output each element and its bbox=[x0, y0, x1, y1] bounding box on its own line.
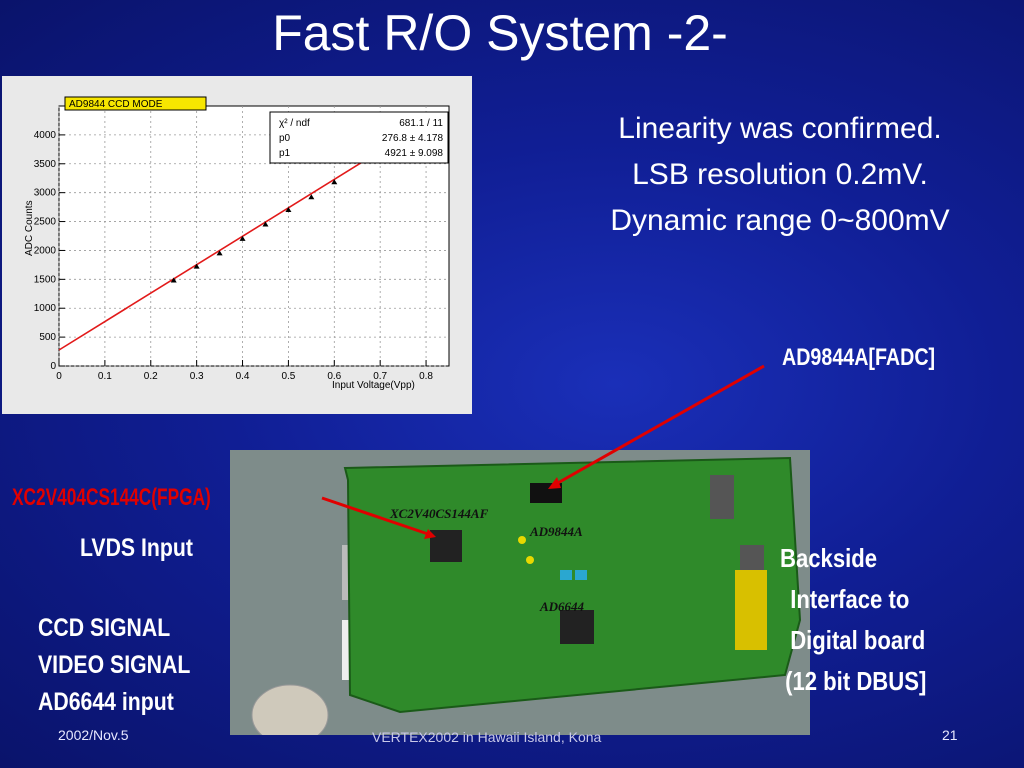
x-tick-label: 0.7 bbox=[373, 371, 387, 382]
capacitor-yellow bbox=[526, 556, 534, 564]
linearity-chart: 0 0.1 0.2 0.3 0.4 0.5 0.6 0.7 0.8 0 500 1000 1500 200… bbox=[2, 76, 472, 414]
board-label-ad6644: AD6644 bbox=[539, 599, 585, 614]
digital-board-line: Digital board bbox=[790, 625, 926, 655]
x-tick-label: 0.3 bbox=[190, 371, 204, 382]
y-tick-label: 500 bbox=[39, 332, 56, 343]
fpga-label: XC2V404CS144C(FPGA) bbox=[12, 484, 211, 511]
data-point bbox=[193, 263, 200, 269]
data-point bbox=[285, 207, 292, 212]
y-tick-label: 4000 bbox=[34, 130, 57, 141]
stats-name-chi2: χ² / ndf bbox=[279, 118, 310, 129]
board-photo: XC2V40CS144AF AD9844A AD6644 bbox=[230, 450, 810, 735]
y-tick-label: 3000 bbox=[34, 188, 57, 199]
capacitor-yellow bbox=[518, 536, 526, 544]
ccd-signal-line: CCD SIGNAL bbox=[38, 614, 171, 642]
board-label-fadc: AD9844A bbox=[529, 524, 583, 539]
bullet-dynamic-range: Dynamic range 0~800mV bbox=[610, 204, 950, 237]
data-point bbox=[216, 250, 223, 256]
y-tick-label: 1000 bbox=[34, 303, 57, 314]
bullet-lsb: LSB resolution 0.2mV. bbox=[632, 158, 928, 191]
data-point bbox=[262, 221, 269, 227]
capacitor-blue bbox=[560, 570, 572, 580]
stats-value-p0: 276.8 ± 4.178 bbox=[382, 133, 444, 144]
x-axis-label: Input Voltage(Vpp) bbox=[332, 380, 415, 391]
x-tick-label: 0.2 bbox=[144, 371, 158, 382]
y-tick-label: 2000 bbox=[34, 245, 57, 256]
backside-interface-labels: Backside Interface to Digital board (12 … bbox=[780, 538, 926, 702]
stats-name-p0: p0 bbox=[279, 133, 291, 144]
data-point bbox=[170, 277, 177, 283]
interface-to-line: Interface to bbox=[790, 584, 910, 614]
x-tick-label: 0.1 bbox=[98, 371, 112, 382]
x-tick-label: 0.8 bbox=[419, 371, 433, 382]
slide-title: Fast R/O System -2- bbox=[272, 5, 728, 61]
ad6644-chip bbox=[560, 610, 594, 644]
bullet-linearity: Linearity was confirmed. bbox=[618, 112, 942, 145]
fadc-chip bbox=[530, 483, 562, 503]
x-tick-label: 0 bbox=[56, 371, 62, 382]
y-tick-label: 0 bbox=[50, 361, 56, 372]
y-axis-label: ADC Counts bbox=[24, 200, 35, 256]
ccd-signal-labels: CCD SIGNAL VIDEO SIGNAL AD6644 input bbox=[38, 610, 190, 721]
stats-name-p1: p1 bbox=[279, 148, 291, 159]
bullet-list: Linearity was confirmed. LSB resolution … bbox=[540, 106, 1020, 244]
backside-connector bbox=[735, 570, 767, 650]
x-tick-label: 0.5 bbox=[281, 371, 295, 382]
board-label-fpga: XC2V40CS144AF bbox=[389, 506, 489, 521]
chart-title: AD9844 CCD MODE bbox=[69, 99, 163, 110]
dbus-line: (12 bit DBUS] bbox=[785, 666, 927, 696]
regulator-1 bbox=[710, 475, 734, 519]
y-tick-label: 3500 bbox=[34, 159, 57, 170]
stats-box bbox=[269, 111, 449, 164]
data-point bbox=[331, 179, 338, 185]
x-tick-label: 0.4 bbox=[236, 371, 250, 382]
lvds-input-label: LVDS Input bbox=[80, 534, 193, 562]
capacitor-blue bbox=[575, 570, 587, 580]
fpga-chip bbox=[430, 530, 462, 562]
y-tick-label: 1500 bbox=[34, 274, 57, 285]
coin bbox=[251, 684, 329, 735]
data-point bbox=[308, 194, 315, 200]
ad6644-input-line: AD6644 input bbox=[38, 688, 174, 716]
footer-conference: VERTEX2002 in Hawaii Island, Kona bbox=[372, 729, 602, 745]
x-tick-label: 0.6 bbox=[327, 371, 341, 382]
chart-title-box bbox=[64, 96, 207, 111]
fadc-label: AD9844A[FADC] bbox=[782, 344, 936, 371]
footer-page-number: 21 bbox=[942, 727, 958, 743]
stats-value-chi2: 681.1 / 11 bbox=[399, 118, 443, 129]
backside-line: Backside bbox=[780, 543, 878, 573]
footer-date: 2002/Nov.5 bbox=[58, 727, 129, 743]
stats-value-p1: 4921 ± 9.098 bbox=[385, 148, 444, 159]
data-point bbox=[239, 235, 246, 241]
video-signal-line: VIDEO SIGNAL bbox=[38, 651, 191, 679]
chart-svg: 0 0.1 0.2 0.3 0.4 0.5 0.6 0.7 0.8 0 500 1000 1500 200… bbox=[2, 76, 472, 414]
y-tick-label: 2500 bbox=[34, 217, 57, 228]
